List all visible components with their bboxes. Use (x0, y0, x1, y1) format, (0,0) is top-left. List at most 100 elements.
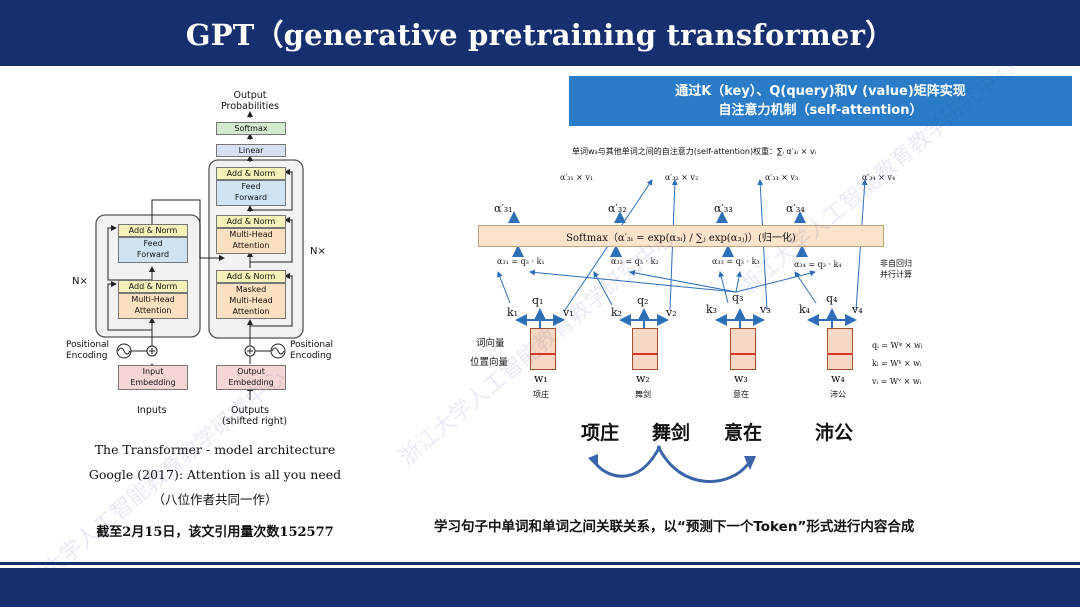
oe-line-2: Embedding (228, 378, 274, 387)
banner-line-1: 通过K（key）、Q(query)和V (value)矩阵实现 (675, 84, 966, 99)
pe-line-2: Encoding (66, 351, 108, 361)
v1: v₁ (563, 306, 574, 319)
token-1: 项庄 (533, 390, 549, 399)
decoder-masked-attention: Masked Multi-Head Attention (216, 283, 286, 319)
output-embedding: Output Embedding (216, 365, 286, 390)
ff-line-1: Feed (143, 239, 163, 248)
alpha-prime-32: α′₃₂ (608, 202, 627, 215)
weighted-4: α′₃₄ × v₄ (862, 173, 896, 182)
out-line-2: (shifted right) (222, 416, 288, 427)
formula-v: vᵢ = Wᵛ × wᵢ (872, 377, 922, 386)
token-3: 意在 (733, 390, 749, 399)
encoder-nx: N× (72, 276, 88, 287)
out-line-1: Outputs (231, 405, 269, 416)
title-bar: GPT（generative pretraining transformer） (0, 0, 1080, 66)
pe-line-1: Positional (66, 340, 110, 350)
w1: w₁ (534, 372, 548, 385)
token-4: 沛公 (830, 390, 846, 399)
softmax-formula: Softmax（α′₃ᵢ = exp(α₃ᵢ) / ∑ⱼ exp(α₃ⱼ)）(归… (566, 232, 796, 244)
q4: q₄ (826, 292, 838, 305)
big-word-4: 沛公 (815, 422, 854, 444)
big-word-1: 项庄 (581, 422, 620, 444)
softmax-formula-bar: Softmax（α′₃ᵢ = exp(α₃ᵢ) / ∑ⱼ exp(α₃ⱼ)）(归… (478, 225, 884, 247)
decoder-add-norm-1: Add & Norm (216, 270, 286, 283)
mma-line-1: Masked (235, 285, 267, 294)
w4: w₄ (831, 372, 845, 385)
alpha-prime-31: α′₃₁ (494, 202, 513, 215)
k3: k₃ (706, 303, 718, 316)
big-word-2: 舞剑 (652, 422, 691, 444)
dpe-line-2: Encoding (290, 351, 332, 361)
caption-line-4: 截至2月15日，该文引用量次数152577 (96, 525, 334, 540)
k1: k₁ (507, 306, 519, 319)
slide-title: GPT（generative pretraining transformer） (185, 18, 895, 52)
formula-k: kᵢ = Wᵏ × wᵢ (872, 359, 922, 368)
weighted-1: α′₃₁ × v₁ (560, 173, 594, 182)
prediction-arrows (588, 445, 756, 483)
alpha-prime-33: α′₃₃ (714, 202, 733, 215)
decoder-nx: N× (310, 246, 326, 257)
dff-line-2: Forward (234, 193, 268, 202)
token-vector-1 (530, 328, 556, 370)
w3: w₃ (734, 372, 748, 385)
position-vector-label: 位置向量 (470, 357, 509, 368)
decoder-add-norm-3: Add & Norm (216, 167, 286, 180)
bottom-caption: 学习句子中单词和单词之间关联关系，以“预测下一个Token”形式进行内容合成 (434, 519, 915, 535)
token-vector-2 (632, 328, 658, 370)
score-32: α₃₂ = q₃ · k₂ (611, 257, 659, 266)
op-line-2: Probabilities (220, 101, 280, 112)
self-attention-banner: 通过K（key）、Q(query)和V (value)矩阵实现 自注意力机制（s… (569, 76, 1072, 126)
q3: q₃ (732, 291, 744, 304)
formula-q: qᵢ = Wᵠ × wᵢ (872, 341, 923, 350)
decoder-feed-forward: Feed Forward (216, 180, 286, 206)
mma-line-3: Attention (232, 307, 270, 316)
encoder-add-norm-1: Add & Norm (118, 280, 188, 293)
outputs-label: Outputs (shifted right) (222, 405, 288, 427)
bottom-bar (0, 568, 1080, 607)
w2: w₂ (636, 372, 650, 385)
big-word-3: 意在 (724, 422, 763, 444)
caption-line-1: The Transformer - model architecture (94, 442, 336, 457)
encoder-multi-head-attention: Multi-Head Attention (118, 293, 188, 319)
weight-note: 单词w₃与其他单词之间的自注意力(self-attention)权重：∑ᵢ α′… (572, 147, 817, 156)
dff-line-1: Feed (241, 182, 261, 191)
token-2: 舞剑 (635, 390, 651, 399)
v2: v₂ (666, 306, 677, 319)
bottom-stripe (0, 562, 1080, 565)
k4: k₄ (799, 303, 811, 316)
dec-positional-encoding: Positional Encoding (290, 340, 333, 362)
caption-line-2: Google (2017): Attention is all you need (88, 467, 342, 482)
oe-line-1: Output (237, 367, 265, 376)
decoder-linear: Linear (216, 144, 286, 157)
non-autoregressive-note: 非自回归 并行计算 (880, 258, 912, 280)
v3: v₃ (760, 303, 771, 316)
k2: k₂ (611, 306, 623, 319)
dmha-line-2: Attention (232, 241, 270, 250)
mma-line-2: Multi-Head (229, 296, 273, 305)
decoder-add-norm-2: Add & Norm (216, 215, 286, 228)
word-vector-label: 词向量 (476, 338, 505, 349)
nar-line-2: 并行计算 (880, 270, 912, 279)
inputs-label: Inputs (137, 405, 167, 416)
alpha-prime-34: α′₃₄ (786, 202, 805, 215)
decoder-softmax: Softmax (216, 122, 286, 135)
q1: q₁ (532, 294, 544, 307)
ff-line-2: Forward (136, 250, 170, 259)
v4: v₄ (852, 303, 863, 316)
input-embedding: Input Embedding (118, 365, 188, 390)
attention-arrows (497, 179, 868, 328)
dmha-line-1: Multi-Head (229, 230, 273, 239)
weighted-2: α′₃₂ × v₂ (665, 173, 699, 182)
mha-line-2: Attention (134, 306, 172, 315)
mha-line-1: Multi-Head (131, 295, 175, 304)
score-34: α₃₄ = q₃ · k₄ (794, 260, 842, 269)
dpe-line-1: Positional (290, 340, 334, 350)
token-vector-4 (827, 328, 853, 370)
output-probabilities: Output Probabilities (219, 90, 281, 112)
score-33: α₃₃ = q₃ · k₃ (712, 257, 760, 266)
banner-line-2: 自注意力机制（self-attention） (718, 103, 923, 118)
caption-line-3: （八位作者共同一作） (152, 492, 278, 507)
q2: q₂ (637, 294, 649, 307)
encoder-add-norm-2: Add & Norm (118, 224, 188, 237)
op-line-1: Output (233, 90, 267, 101)
